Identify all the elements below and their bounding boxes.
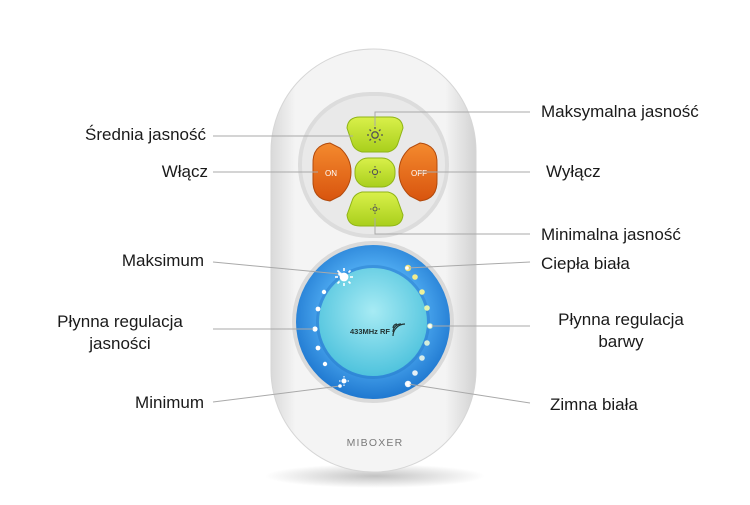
label-wlacz: Włącz <box>161 162 208 181</box>
sun-small-icon <box>370 204 380 214</box>
label-wylacz: Wyłącz <box>546 162 601 181</box>
on-button-label: ON <box>325 169 337 178</box>
label-zimna-biala: Zimna biała <box>550 395 638 414</box>
touch-wheel-center[interactable] <box>319 268 427 376</box>
label-minimalna-jasnosc: Minimalna jasność <box>541 225 681 244</box>
sun-medium-icon <box>369 166 381 178</box>
min-brightness-button[interactable] <box>346 191 404 227</box>
mid-brightness-button[interactable] <box>354 157 396 188</box>
on-button[interactable]: ON <box>312 142 352 202</box>
label-plynna-regulacja-jasnosci: Płynna regulacja jasności <box>40 311 200 355</box>
label-plynna-regulacja-barwy: Płynna regulacja barwy <box>540 309 702 353</box>
leader-ciepla <box>406 261 531 269</box>
label-plynna-barwy-line2: barwy <box>598 332 644 351</box>
max-brightness-button[interactable] <box>346 116 404 153</box>
leader-maksimum <box>212 261 341 275</box>
label-plynna-jasnosci-line2: jasności <box>89 334 151 353</box>
leader-zimna <box>407 383 531 404</box>
label-plynna-barwy-line1: Płynna regulacja <box>558 310 684 329</box>
label-maksimum: Maksimum <box>121 251 204 270</box>
label-maksymalna-jasnosc: Maksymalna jasność <box>541 102 699 121</box>
brand-logo: MIBOXER <box>347 437 404 449</box>
leader-minimum <box>212 385 341 403</box>
brightness-slider-dots <box>312 289 328 367</box>
leader-lines <box>212 111 531 404</box>
wireless-icon <box>392 323 406 337</box>
rf-label: 433MHz RF <box>350 327 390 336</box>
label-ciepla-biala: Ciepła biała <box>541 254 630 273</box>
remote-shadow <box>265 464 485 488</box>
label-minimum: Minimum <box>135 393 204 412</box>
leader-endpoints <box>313 266 432 388</box>
off-button-label: OFF <box>411 169 427 178</box>
sun-large-icon <box>367 127 383 143</box>
label-srednia-jasnosc: Średnia jasność <box>85 125 206 144</box>
leader-maksymalna <box>374 111 530 126</box>
sun-max-wheel-icon <box>335 268 353 286</box>
label-plynna-jasnosci-line1: Płynna regulacja <box>57 312 183 331</box>
sun-min-wheel-icon <box>339 376 349 386</box>
leader-minimalna <box>374 218 530 235</box>
